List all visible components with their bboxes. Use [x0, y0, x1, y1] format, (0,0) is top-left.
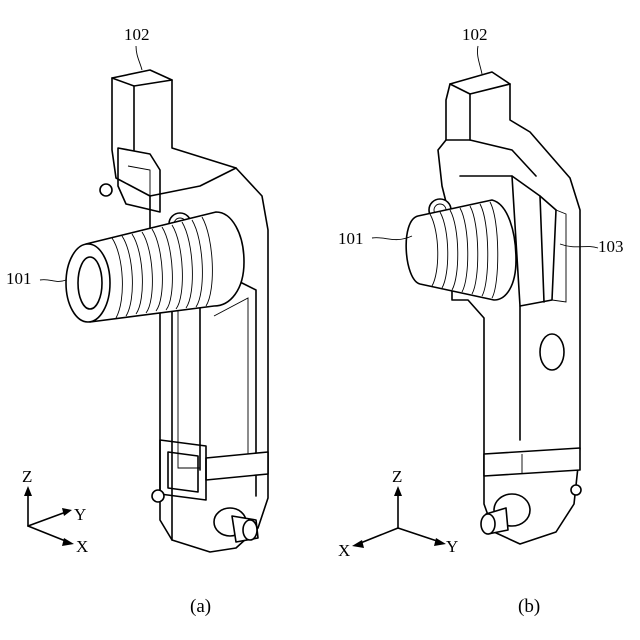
- axis-x-b: X: [338, 541, 350, 560]
- leader-102-a: [136, 46, 142, 70]
- leader-101-a: [40, 280, 66, 282]
- label-102-a: 102: [124, 25, 150, 44]
- axis-x-a: X: [76, 537, 88, 556]
- caption-a: (a): [190, 596, 211, 617]
- axes-a: Z Y X: [22, 467, 88, 556]
- axis-y-a: Y: [74, 505, 86, 524]
- axis-y-b: Y: [446, 537, 458, 556]
- figure-b: 102 101 103 Z Y X (b): [338, 25, 624, 617]
- label-101-a: 101: [6, 269, 32, 288]
- leader-102-b: [477, 46, 482, 74]
- label-101-b: 101: [338, 229, 364, 248]
- caption-b: (b): [518, 596, 540, 617]
- axis-z-a: Z: [22, 467, 32, 486]
- axis-z-b: Z: [392, 467, 402, 486]
- axes-b: Z Y X: [338, 467, 458, 560]
- coil-b: [406, 200, 516, 300]
- coil-a: [66, 212, 244, 322]
- label-102-b: 102: [462, 25, 488, 44]
- frame-b: [429, 72, 581, 544]
- label-103-b: 103: [598, 237, 624, 256]
- figure-a: 102 101 Z Y X (a): [6, 25, 268, 617]
